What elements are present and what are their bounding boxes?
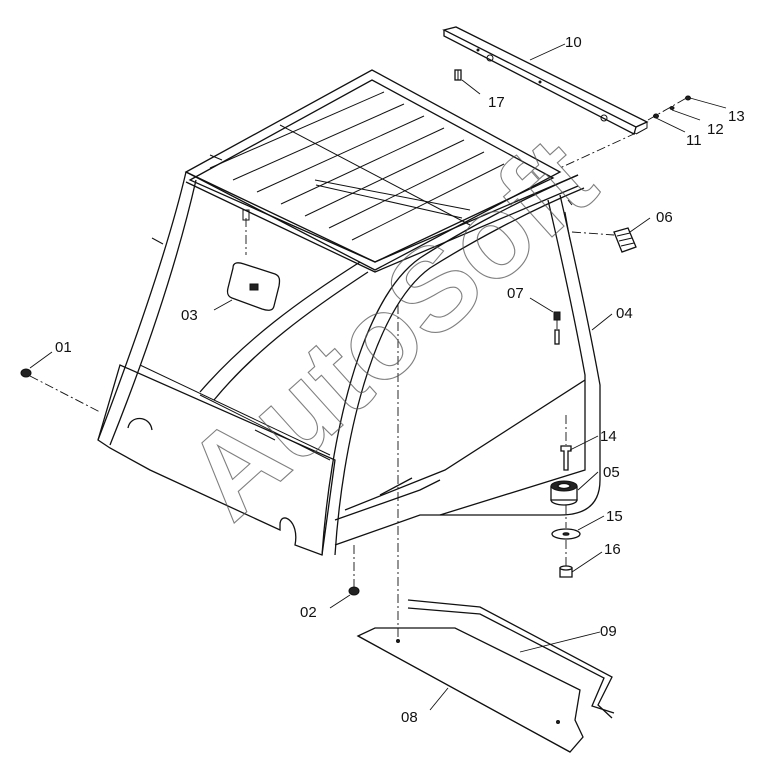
part-08-floor-plate xyxy=(356,305,584,753)
front-arch-pillar xyxy=(321,174,585,556)
label-11: 11 xyxy=(686,132,702,149)
label-15: 15 xyxy=(606,508,623,525)
part-labels: 01 02 03 04 05 06 07 08 09 10 11 12 13 1… xyxy=(55,34,745,726)
rear-cross-tube xyxy=(199,261,369,401)
label-13: 13 xyxy=(728,108,745,125)
part-17-bracket xyxy=(454,69,481,95)
label-12: 12 xyxy=(707,121,724,138)
part-02-nut xyxy=(329,545,360,609)
part-11-12-13-hardware xyxy=(647,95,727,133)
floor-frame xyxy=(334,477,441,521)
label-10: 10 xyxy=(565,34,582,51)
part-07-bolt xyxy=(529,297,561,345)
left-pillar xyxy=(97,154,223,446)
part-10-top-bar xyxy=(442,26,649,169)
label-01: 01 xyxy=(55,339,72,356)
part-03-mirror xyxy=(213,209,281,311)
label-08: 08 xyxy=(401,709,418,726)
part-01-nut xyxy=(20,351,101,413)
label-16: 16 xyxy=(604,541,621,558)
label-06: 06 xyxy=(656,209,673,226)
part-16-nut xyxy=(559,540,603,578)
label-17: 17 xyxy=(488,94,505,111)
label-03: 03 xyxy=(181,307,198,324)
label-14: 14 xyxy=(600,428,617,445)
part-04-leader xyxy=(591,313,613,331)
part-09-rod xyxy=(407,599,615,719)
right-side-panel xyxy=(334,194,601,546)
label-09: 09 xyxy=(600,623,617,640)
label-07: 07 xyxy=(507,285,524,302)
label-05: 05 xyxy=(603,464,620,481)
part-15-washer xyxy=(551,505,605,540)
label-04: 04 xyxy=(616,305,633,322)
label-02: 02 xyxy=(300,604,317,621)
watermark-text: AutoSoft xyxy=(161,113,619,544)
part-06-clip xyxy=(571,217,651,253)
part-05-rubber-mount xyxy=(550,471,599,506)
part-14-bolt xyxy=(560,415,599,471)
lower-rear-panel xyxy=(97,364,336,556)
